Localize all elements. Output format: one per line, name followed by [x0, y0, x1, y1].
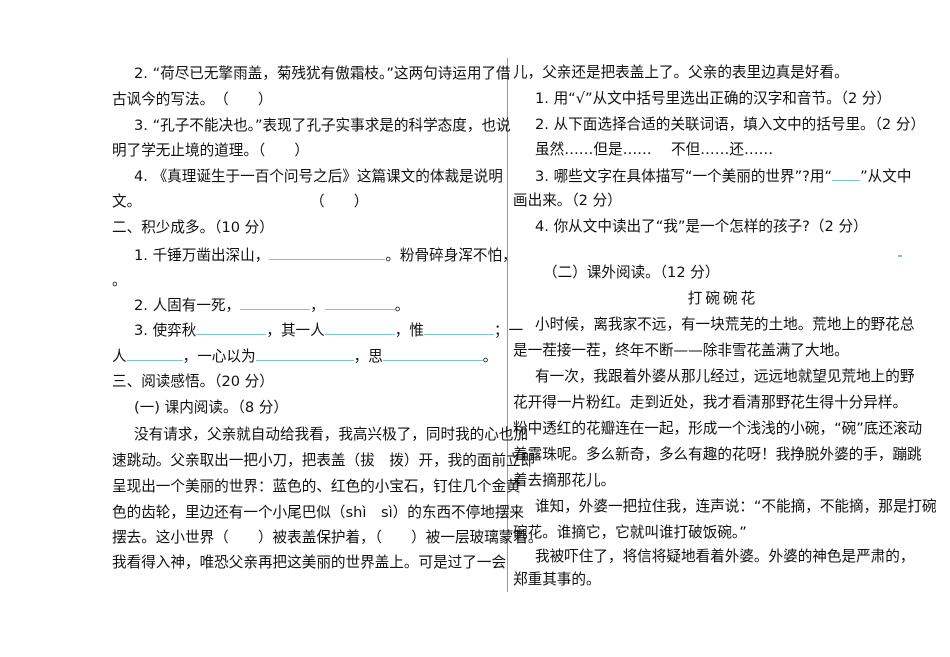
passage-1-line: 没有请求，父亲就自动给我看，我高兴极了，同时我的心也加 [134, 426, 529, 443]
passage-2-line: 有一次，我跟着外婆从那儿经过，远远地就望见荒地上的野 [535, 368, 915, 385]
fill-text: ，其一人 [266, 322, 325, 339]
passage-title: 打碗碗花 [687, 290, 759, 307]
passage-2-line: 着露珠呢。多么新奇，多么有趣的花呀！我挣脱外婆的手，蹦跳 [513, 446, 922, 463]
section-3-heading: 三、阅读感悟。（20 分） [112, 373, 274, 390]
fill-text: 3. 使弈秋 [134, 322, 197, 339]
question-4-line1: 4. 《真理诞生于一百个问号之后》这篇课文的体裁是说明 [134, 168, 503, 185]
stray-mark [898, 255, 902, 257]
passage-1-line: 摆去。这小世界（ ）被表盖保护着，（ ）被一层玻璃蒙着。 [112, 529, 543, 546]
passage-2-line: 我被吓住了，将信将疑地看着外婆。外婆的神色是严肃的， [535, 548, 915, 565]
passage-1-continued: 儿，父亲还是把表盖上了。父亲的表里边真是好看。 [513, 64, 849, 81]
fill-blank[interactable] [324, 295, 395, 310]
question-2-line1: 2. “荷尽已无擎雨盖，菊残犹有傲霜枝。”这两句诗运用了借 [134, 65, 511, 82]
reading-question-2: 2. 从下面选择合适的关联词语，填入文中的括号里。（2 分） [535, 116, 926, 133]
reading-question-4: 4. 你从文中读出了“我”是一个怎样的孩子?（2 分） [535, 218, 868, 235]
fill-text: ，惟 [394, 322, 424, 339]
passage-2-line: 着去摘那花儿。 [513, 472, 616, 489]
passage-2-line: 郑重其事的。 [513, 571, 601, 588]
fill-blank[interactable] [240, 295, 311, 310]
passage-2-line: 谁知，外婆一把拉住我，连声说：“不能摘，不能摘，那是打碗 [535, 498, 937, 515]
subsection-1-heading: (一) 课内阅读。（8 分） [134, 399, 288, 416]
conjunction-options: 虽然……但是…… 不但……还…… [535, 141, 774, 158]
question-3-line2: 明了学无止境的道理。（ ） [112, 142, 310, 159]
passage-2-line: 粉中透红的花瓣连在一起，形成一个浅浅的小碗，“碗”底还滚动 [513, 420, 923, 437]
fill-text: ，思 [353, 348, 383, 365]
fill-text: ；一 [493, 322, 524, 339]
fill-3-line2: 人 ，一心以为 ，思 。 [112, 346, 498, 367]
fill-text: ，一心以为 [182, 348, 256, 365]
fill-blank[interactable] [269, 245, 386, 260]
question-text: 3. 哪些文字在具体描写“一个美丽的世界”?用“ [535, 168, 833, 185]
passage-2-line: 花开得一片粉红。走到近处，我才看清那野花生得十分异样。 [513, 394, 908, 411]
fill-text: 1. 千锤万凿出深山， [134, 247, 270, 264]
fill-text: 。 [394, 297, 410, 314]
question-text: ”从文中 [860, 168, 912, 185]
passage-2-line: 小时候，离我家不远，有一块荒芜的土地。荒地上的野花总 [535, 316, 915, 333]
reading-question-1: 1. 用“√”从文中括号里选出正确的汉字和音节。（2 分） [535, 90, 892, 107]
fill-1: 1. 千锤万凿出深山， 。粉骨碎身浑不怕， [112, 245, 517, 266]
reading-question-3-line2: 画出来。（2 分） [513, 192, 622, 209]
fill-blank[interactable] [324, 320, 395, 335]
question-3-line1: 3. “孔子不能决也。”表现了孔子实事求是的科学态度，也说 [134, 117, 511, 134]
fill-text: 2. 人固有一死， [134, 297, 241, 314]
fill-text: 人 [112, 348, 127, 365]
underline-sample [832, 166, 861, 181]
fill-3-line1: 3. 使弈秋 ，其一人 ，惟 ；一 [112, 320, 523, 341]
fill-text: 。粉骨碎身浑不怕， [385, 247, 517, 264]
question-2-line2: 古讽今的写法。 （ ） [112, 91, 273, 108]
fill-blank[interactable] [382, 346, 483, 361]
passage-1-line: 我看得入神，唯恐父亲再把这美丽的世界盖上。可是过了一会 [112, 554, 507, 571]
passage-1-line: 色的齿轮，里边还有一个小尾巴似（shì sì）的东西不停地摆来 [112, 504, 525, 521]
fill-text: 。 [482, 348, 498, 365]
fill-blank[interactable] [423, 320, 494, 335]
reading-question-3: 3. 哪些文字在具体描写“一个美丽的世界”?用“ ”从文中 [513, 166, 911, 187]
passage-2-line: 碗花。谁摘它，它就叫谁打破饭碗。” [513, 524, 747, 541]
fill-1-end: 。 [112, 272, 127, 289]
question-4-line2: 文。 （ ） [112, 192, 496, 212]
subsection-2-heading: （二）课外阅读。（12 分） [543, 264, 720, 281]
fill-blank[interactable] [255, 346, 354, 361]
question-4-text: 文。 [112, 193, 142, 210]
answer-paren: （ ） [310, 193, 369, 210]
passage-1-line: 速跳动。父亲取出一把小刀，把表盖（拔 拨）开，我的面前立即 [112, 452, 536, 469]
passage-1-line: 呈现出一个美丽的世界：蓝色的、红色的小宝石，钉住几个金黄 [112, 478, 521, 495]
passage-2-line: 是一茬接一茬，终年不断——除非雪花盖满了大地。 [513, 342, 849, 359]
fill-blank[interactable] [196, 320, 267, 335]
fill-2: 2. 人固有一死， ， 。 [112, 295, 496, 316]
fill-blank[interactable] [126, 346, 183, 361]
column-divider [507, 58, 508, 592]
section-2-heading: 二、积少成多。（10 分） [112, 219, 274, 236]
fill-text: ， [310, 297, 325, 314]
